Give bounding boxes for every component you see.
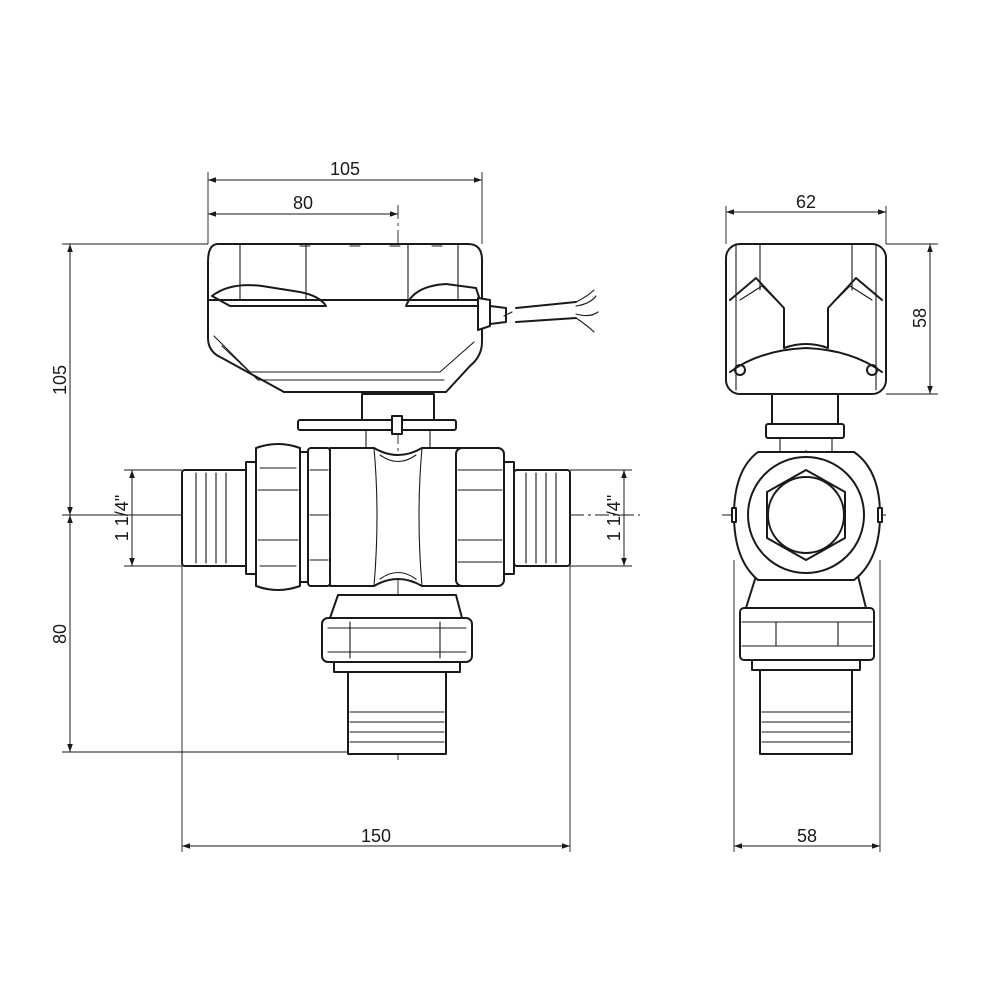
right-tailpiece <box>513 469 571 567</box>
dim-label-105-top: 105 <box>330 159 360 179</box>
valve-body <box>329 447 463 587</box>
dimension-thread-left: 1 1/4" <box>112 469 182 567</box>
dimension-actuator-axis: 80 <box>208 193 398 217</box>
dimension-thread-right: 1 1/4" <box>570 469 632 567</box>
dim-label-105-left: 105 <box>50 365 70 395</box>
dimension-body-width: 58 <box>733 560 881 852</box>
dim-label-150: 150 <box>361 826 391 846</box>
actuator-cable <box>477 289 599 333</box>
side-actuator-stem <box>765 393 845 453</box>
dimension-actuator-width: 105 <box>207 159 483 244</box>
dim-label-62: 62 <box>796 192 816 212</box>
dimension-actuator-height: 58 <box>886 243 938 395</box>
dimension-total-length: 150 <box>181 566 571 852</box>
bottom-outlet <box>321 594 473 755</box>
dim-label-58-right: 58 <box>910 308 930 328</box>
side-valve-body <box>731 451 883 581</box>
side-actuator-housing <box>725 243 887 395</box>
left-union-nut <box>255 443 331 591</box>
dimension-actuator-depth: 62 <box>725 192 887 244</box>
dim-label-80-top: 80 <box>293 193 313 213</box>
side-bottom-outlet <box>739 575 875 755</box>
actuator-stem <box>297 393 457 449</box>
dim-label-58-bottom: 58 <box>797 826 817 846</box>
right-union-nut <box>455 447 515 587</box>
dim-label-thread-left: 1 1/4" <box>112 495 132 541</box>
dim-label-80-left: 80 <box>50 624 70 644</box>
left-tailpiece <box>181 461 257 575</box>
dim-label-thread-right: 1 1/4" <box>604 495 624 541</box>
actuator-housing <box>207 243 483 393</box>
side-view: 62 58 58 <box>722 192 938 852</box>
front-view: 105 80 105 80 1 1/4" <box>50 159 640 852</box>
dimension-lower-height: 80 <box>50 515 348 753</box>
dimension-total-height: 105 <box>50 243 208 516</box>
